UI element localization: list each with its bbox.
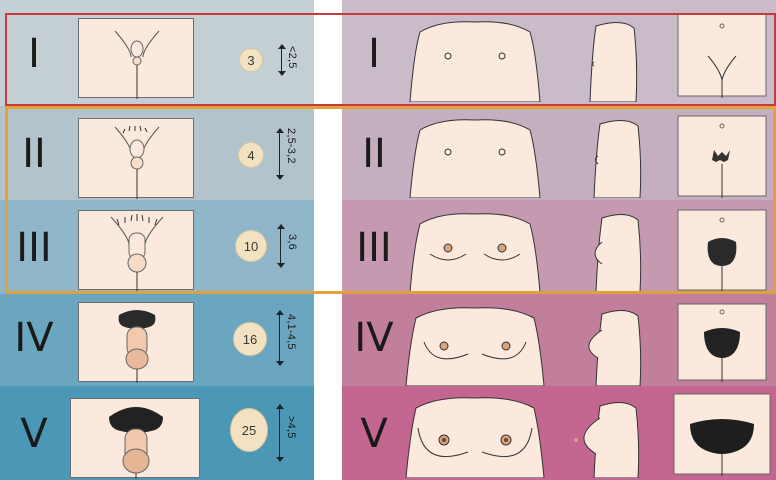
testis-volume-oval: 4 bbox=[238, 142, 264, 168]
stage-numeral: IV bbox=[344, 318, 404, 358]
male-figure-card bbox=[78, 210, 194, 290]
length-arrow-icon bbox=[276, 404, 284, 462]
stage-numeral: II bbox=[4, 134, 64, 174]
male-stage-row-5: V 25 >4,5 bbox=[0, 386, 314, 480]
length-value: 2,5-3,2 bbox=[285, 128, 297, 164]
length-value: <2,5 bbox=[286, 46, 298, 69]
pubic-hair-icon bbox=[676, 114, 768, 198]
pubic-hair-icon bbox=[676, 12, 768, 98]
testis-volume-oval: 10 bbox=[235, 230, 267, 262]
breast-profile-icon bbox=[586, 112, 646, 198]
testis-volume-oval: 3 bbox=[239, 48, 263, 72]
male-stage-row-2: II 4 2,5-3,2 bbox=[0, 106, 314, 200]
testis-volume-oval: 16 bbox=[233, 322, 267, 356]
length-value: 3,6 bbox=[286, 234, 298, 250]
breast-profile-icon bbox=[586, 206, 646, 292]
stage-numeral: V bbox=[344, 414, 404, 454]
chest-icon bbox=[398, 394, 552, 478]
female-stage-row-4: IV bbox=[342, 294, 776, 386]
length-arrow-icon bbox=[276, 310, 284, 366]
pubic-hair-icon bbox=[676, 208, 768, 292]
male-genital-icon bbox=[79, 119, 195, 199]
stage-numeral: III bbox=[344, 228, 404, 268]
male-genital-icon bbox=[71, 399, 201, 479]
male-figure-card bbox=[78, 118, 194, 198]
male-stages-panel: I 3 <2,5 II bbox=[0, 0, 314, 480]
length-arrow-icon bbox=[277, 224, 285, 268]
length-arrow-icon bbox=[276, 128, 284, 180]
chest-icon bbox=[400, 206, 550, 292]
female-stage-row-2: II bbox=[342, 106, 776, 200]
pubic-hair-icon bbox=[672, 392, 772, 476]
male-stage-row-3: III 10 3,6 bbox=[0, 200, 314, 294]
breast-profile-icon bbox=[576, 302, 646, 386]
male-figure-card bbox=[78, 18, 194, 98]
testis-volume-value: 16 bbox=[243, 332, 257, 347]
male-figure-card bbox=[70, 398, 200, 478]
male-stage-row-4: IV 16 4,1-4,5 bbox=[0, 294, 314, 386]
testis-volume-value: 10 bbox=[244, 239, 258, 254]
testis-volume-value: 4 bbox=[247, 148, 254, 163]
testis-volume-value: 3 bbox=[247, 53, 254, 68]
testis-volume-oval: 25 bbox=[230, 408, 268, 452]
female-stages-panel: I II bbox=[342, 0, 776, 480]
male-stage-row-1: I 3 <2,5 bbox=[0, 0, 314, 106]
male-genital-icon bbox=[79, 19, 195, 99]
pubic-hair-icon bbox=[676, 302, 768, 382]
stage-numeral: IV bbox=[4, 318, 64, 358]
chest-icon bbox=[400, 112, 550, 198]
testis-volume-value: 25 bbox=[242, 423, 256, 438]
stage-numeral: I bbox=[344, 34, 404, 74]
chest-icon bbox=[398, 302, 552, 386]
male-genital-icon bbox=[79, 211, 195, 291]
stage-numeral: II bbox=[344, 134, 404, 174]
female-stage-row-1: I bbox=[342, 0, 776, 106]
male-figure-card bbox=[78, 302, 194, 382]
female-stage-row-5: V bbox=[342, 386, 776, 480]
breast-profile-icon bbox=[568, 394, 644, 478]
male-genital-icon bbox=[79, 303, 195, 383]
chest-icon bbox=[400, 12, 550, 102]
length-value: >4,5 bbox=[285, 416, 297, 439]
female-stage-row-3: III bbox=[342, 200, 776, 294]
stage-numeral: I bbox=[4, 34, 64, 74]
length-value: 4,1-4,5 bbox=[285, 314, 297, 350]
stage-numeral: V bbox=[4, 414, 64, 454]
length-arrow-icon bbox=[278, 44, 286, 76]
breast-profile-icon bbox=[582, 12, 642, 102]
stage-numeral: III bbox=[4, 228, 64, 268]
